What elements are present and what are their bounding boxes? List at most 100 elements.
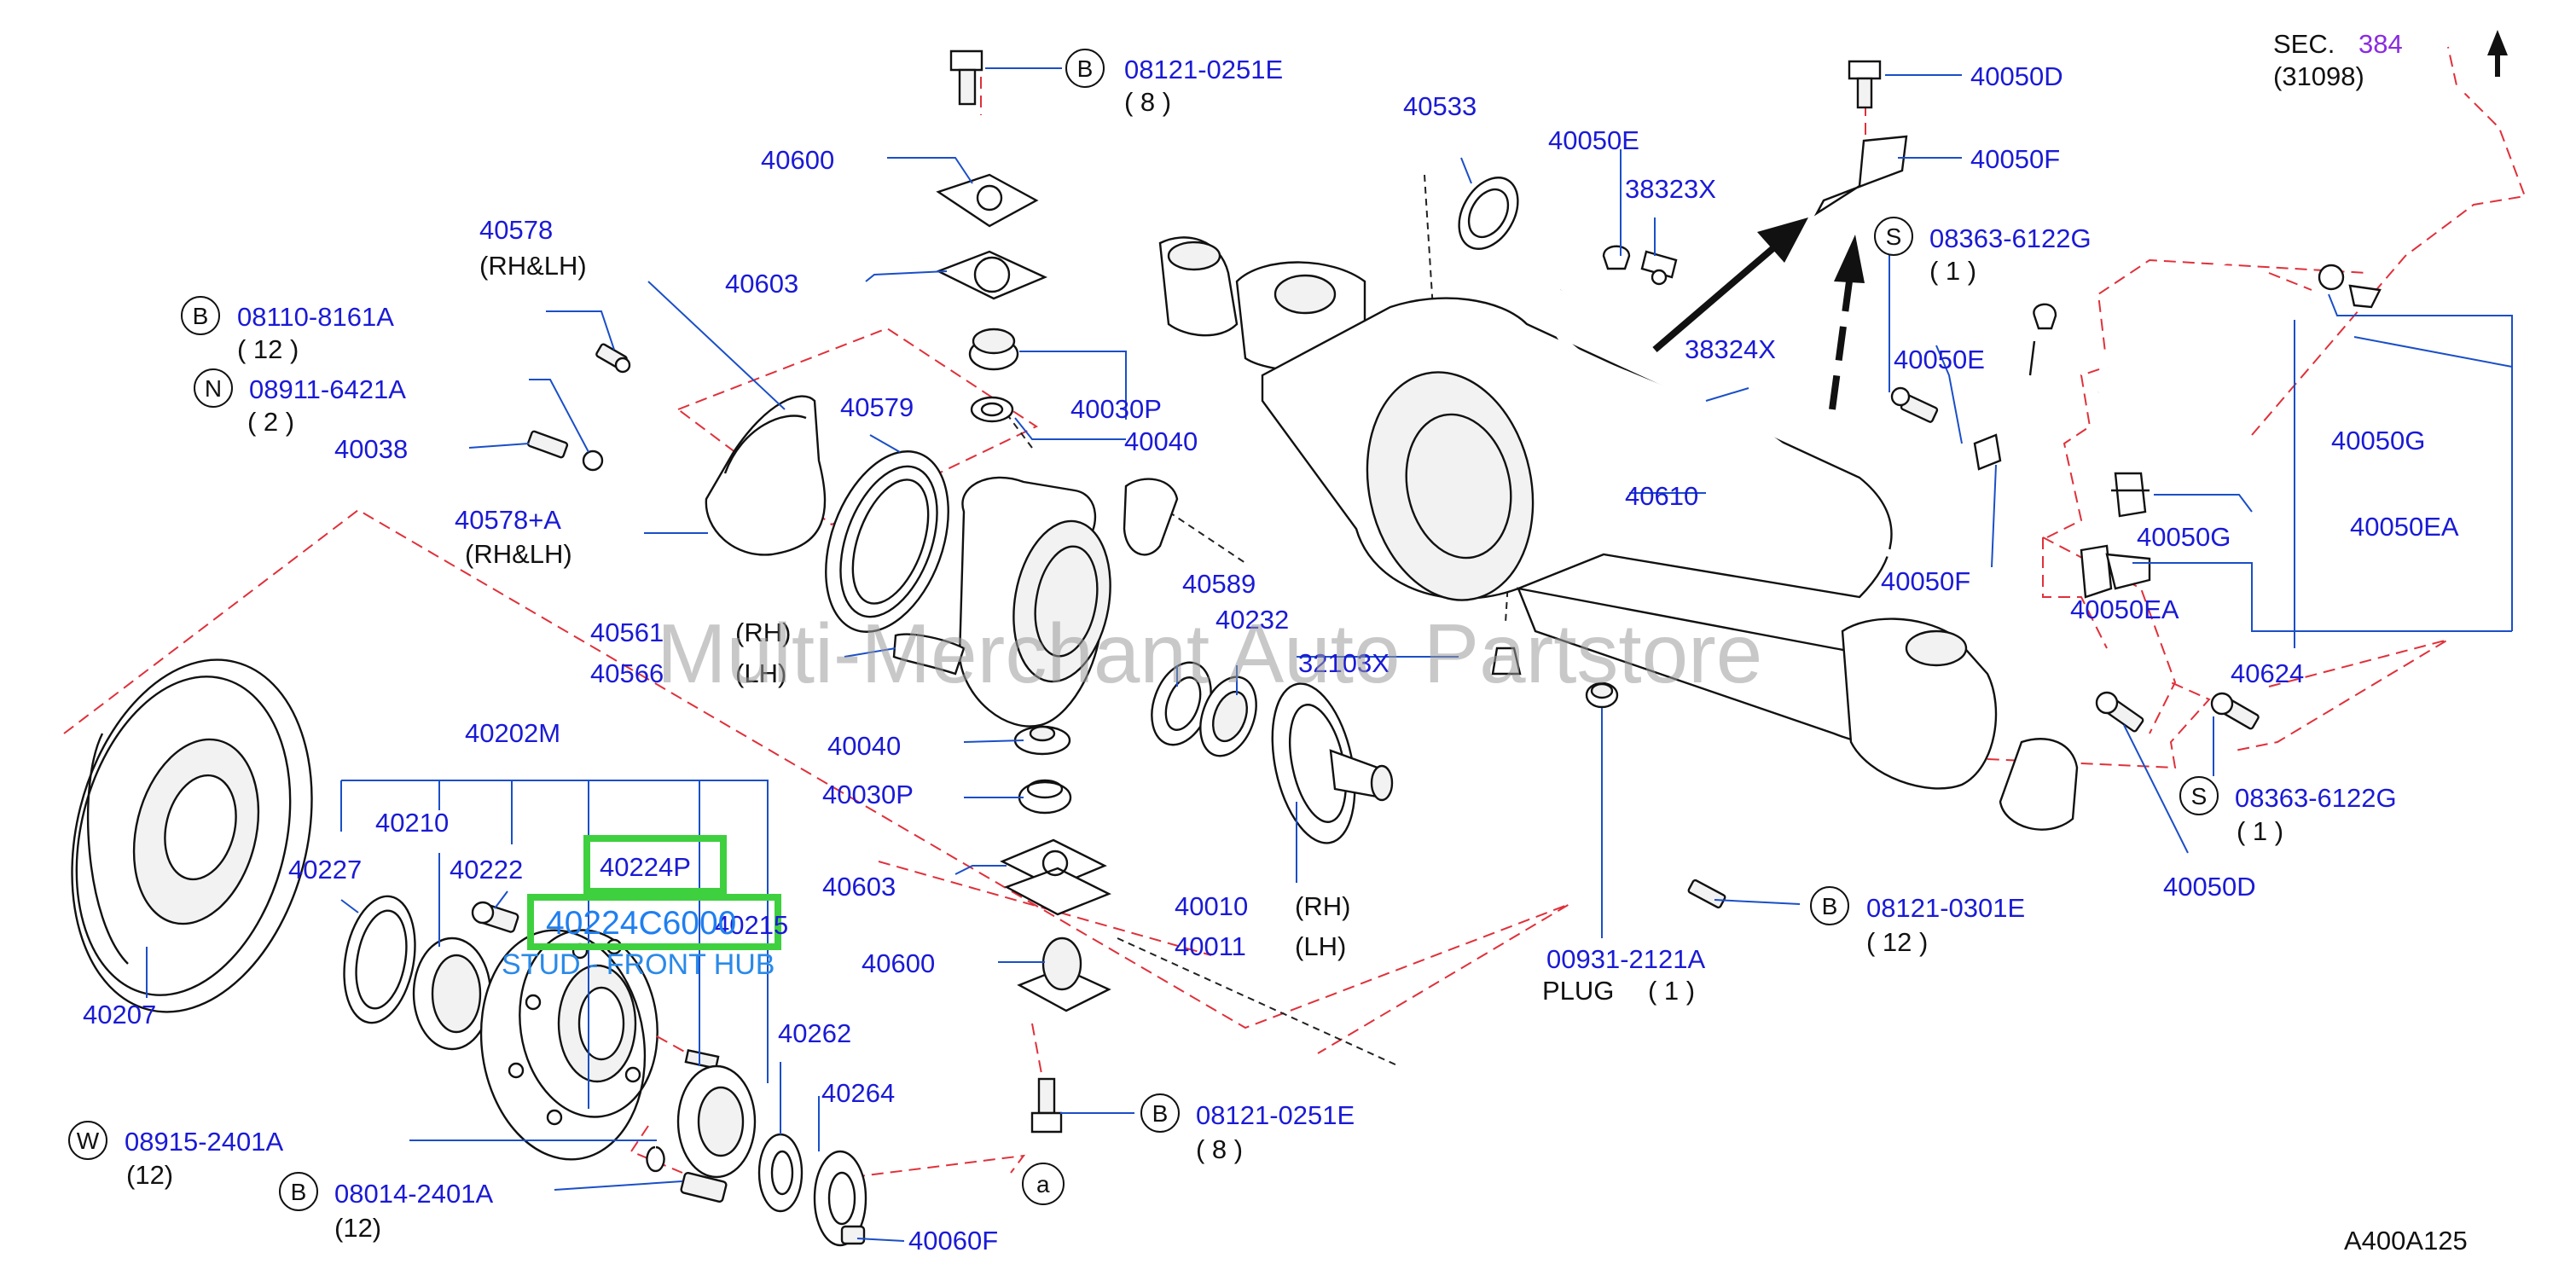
label-40060f: 40060F xyxy=(908,1226,998,1256)
inner-bearing-40210 xyxy=(412,937,492,1051)
callout-quantity: ( 2 ) xyxy=(247,407,294,437)
bushing-40030p-top xyxy=(968,328,1019,371)
callout-symbol: B xyxy=(1077,55,1094,82)
label-40578: 40578 xyxy=(479,215,553,245)
label-40050ea-right: 40050EA xyxy=(2350,512,2459,542)
callout-symbol-circle xyxy=(194,368,233,408)
callout-quantity: ( 12 ) xyxy=(1866,927,1928,957)
breather-38323x xyxy=(1640,250,1678,286)
label-40579: 40579 xyxy=(840,392,914,422)
label-40561-side: (RH) xyxy=(735,618,791,647)
callout-part-code: 08121-0251E xyxy=(1196,1100,1355,1130)
washer-40040-top xyxy=(970,396,1014,423)
callout-symbol: B xyxy=(1822,893,1838,919)
label-40215: 40215 xyxy=(715,910,788,940)
outer-bearing-40215 xyxy=(676,1064,757,1179)
callout-symbol: B xyxy=(193,303,209,329)
callout-symbol: S xyxy=(1886,223,1902,250)
bolt-08121-0301e xyxy=(1687,879,1726,909)
bracket-40050ea-mid xyxy=(2080,544,2151,599)
label-40040-top: 40040 xyxy=(1124,426,1198,456)
bushing-40030p-low xyxy=(1018,779,1072,815)
vent-32103x xyxy=(1491,647,1522,676)
assembly-dashed-outlines xyxy=(63,46,2527,1178)
hub-bolts-08014 xyxy=(646,1145,866,1245)
bolt-08363-low xyxy=(2210,692,2260,730)
callout-symbol-circle xyxy=(2179,776,2219,815)
label-40011-side: (LH) xyxy=(1295,931,1346,961)
label-40050d-low: 40050D xyxy=(2163,872,2256,902)
lock-plate-40264 xyxy=(813,1150,867,1247)
seal-40533 xyxy=(1458,177,1519,250)
direction-arrow-solid xyxy=(1652,217,1808,353)
seals-40589-40232 xyxy=(1151,661,1257,757)
label-40589: 40589 xyxy=(1182,569,1256,599)
sec-number: 384 xyxy=(2358,29,2403,59)
label-40624: 40624 xyxy=(2231,658,2304,688)
callout-symbol-circle xyxy=(1874,217,1913,256)
bolt-40050d-low xyxy=(2095,691,2144,733)
wheel-stud-40222 xyxy=(471,901,519,933)
label-40040-low: 40040 xyxy=(827,731,901,761)
shim-40603-low xyxy=(1000,838,1111,916)
hose-clamp-40050e-top xyxy=(1602,245,1631,270)
sec-arrow-up xyxy=(2487,30,2508,77)
bracket-40050f-top xyxy=(1813,135,1908,217)
axle-housing-40610 xyxy=(1158,236,2079,831)
label-40603-low: 40603 xyxy=(822,872,896,902)
callout-part-code: 08911-6421A xyxy=(249,374,406,404)
callout-symbol-circle xyxy=(1065,49,1105,88)
callout-part-code: 08915-2401A xyxy=(125,1127,283,1157)
label-40566: 40566 xyxy=(590,658,664,688)
callout-symbol: B xyxy=(1152,1100,1169,1127)
label-40603-top: 40603 xyxy=(725,269,798,299)
label-40578a: 40578+A xyxy=(455,505,561,535)
bracket-40050f-mid xyxy=(1973,433,2002,471)
hub-seal-40227 xyxy=(343,895,416,1024)
label-40232: 40232 xyxy=(1215,605,1289,635)
callout-symbol-circle xyxy=(68,1121,107,1160)
label-40202m: 40202M xyxy=(465,718,560,748)
highlight-description: STUD - FRONT HUB xyxy=(502,948,775,981)
watermark-text: Multi-Merchant Auto Partstore xyxy=(657,606,1762,700)
king-pin-cap-40600-low xyxy=(1017,937,1111,1012)
callout-symbol-circle xyxy=(279,1172,318,1211)
plug-00931 xyxy=(1585,681,1619,709)
label-00931: 00931-2121A xyxy=(1546,944,1705,974)
bolt-08363-top xyxy=(1890,386,1939,423)
label-38324x: 38324X xyxy=(1685,334,1776,364)
highlight-part-number: 40224P xyxy=(600,852,691,882)
part-labels: 406004053340050D40050F40050E38323X40578(… xyxy=(83,61,2459,1256)
sec-sub-number: (31098) xyxy=(2273,61,2364,91)
vent-pipe-40624 xyxy=(2095,78,2503,393)
label-40050f-top: 40050F xyxy=(1970,144,2060,174)
label-40050d-top: 40050D xyxy=(1970,61,2063,91)
knuckle-seal-40579 xyxy=(825,450,949,633)
clip-40050g-mid xyxy=(2111,472,2150,518)
label-40600-top: 40600 xyxy=(761,145,834,175)
callout-part-code: 08363-6122G xyxy=(1929,223,2092,253)
a-marker-circle xyxy=(1022,1163,1065,1205)
label-40578-side: (RH&LH) xyxy=(479,251,587,281)
backing-plate-40578 xyxy=(705,395,827,556)
diagram-code: A400A125 xyxy=(2344,1226,2468,1256)
sec-prefix: SEC. xyxy=(2273,29,2335,59)
callout-quantity: ( 8 ) xyxy=(1124,87,1171,117)
callout-symbol: B xyxy=(291,1179,307,1205)
label-40566-side: (LH) xyxy=(735,658,786,688)
callout-symbol: S xyxy=(2191,783,2208,809)
direction-arrow-dashed xyxy=(1829,235,1865,410)
label-32103x: 32103X xyxy=(1298,648,1390,678)
label-40050ea-mid: 40050EA xyxy=(2070,594,2179,624)
label-40050e-top: 40050E xyxy=(1548,125,1639,155)
label-40533: 40533 xyxy=(1403,91,1477,121)
label-40222: 40222 xyxy=(450,855,523,884)
callout-part-code: 08363-6122G xyxy=(2235,783,2397,813)
